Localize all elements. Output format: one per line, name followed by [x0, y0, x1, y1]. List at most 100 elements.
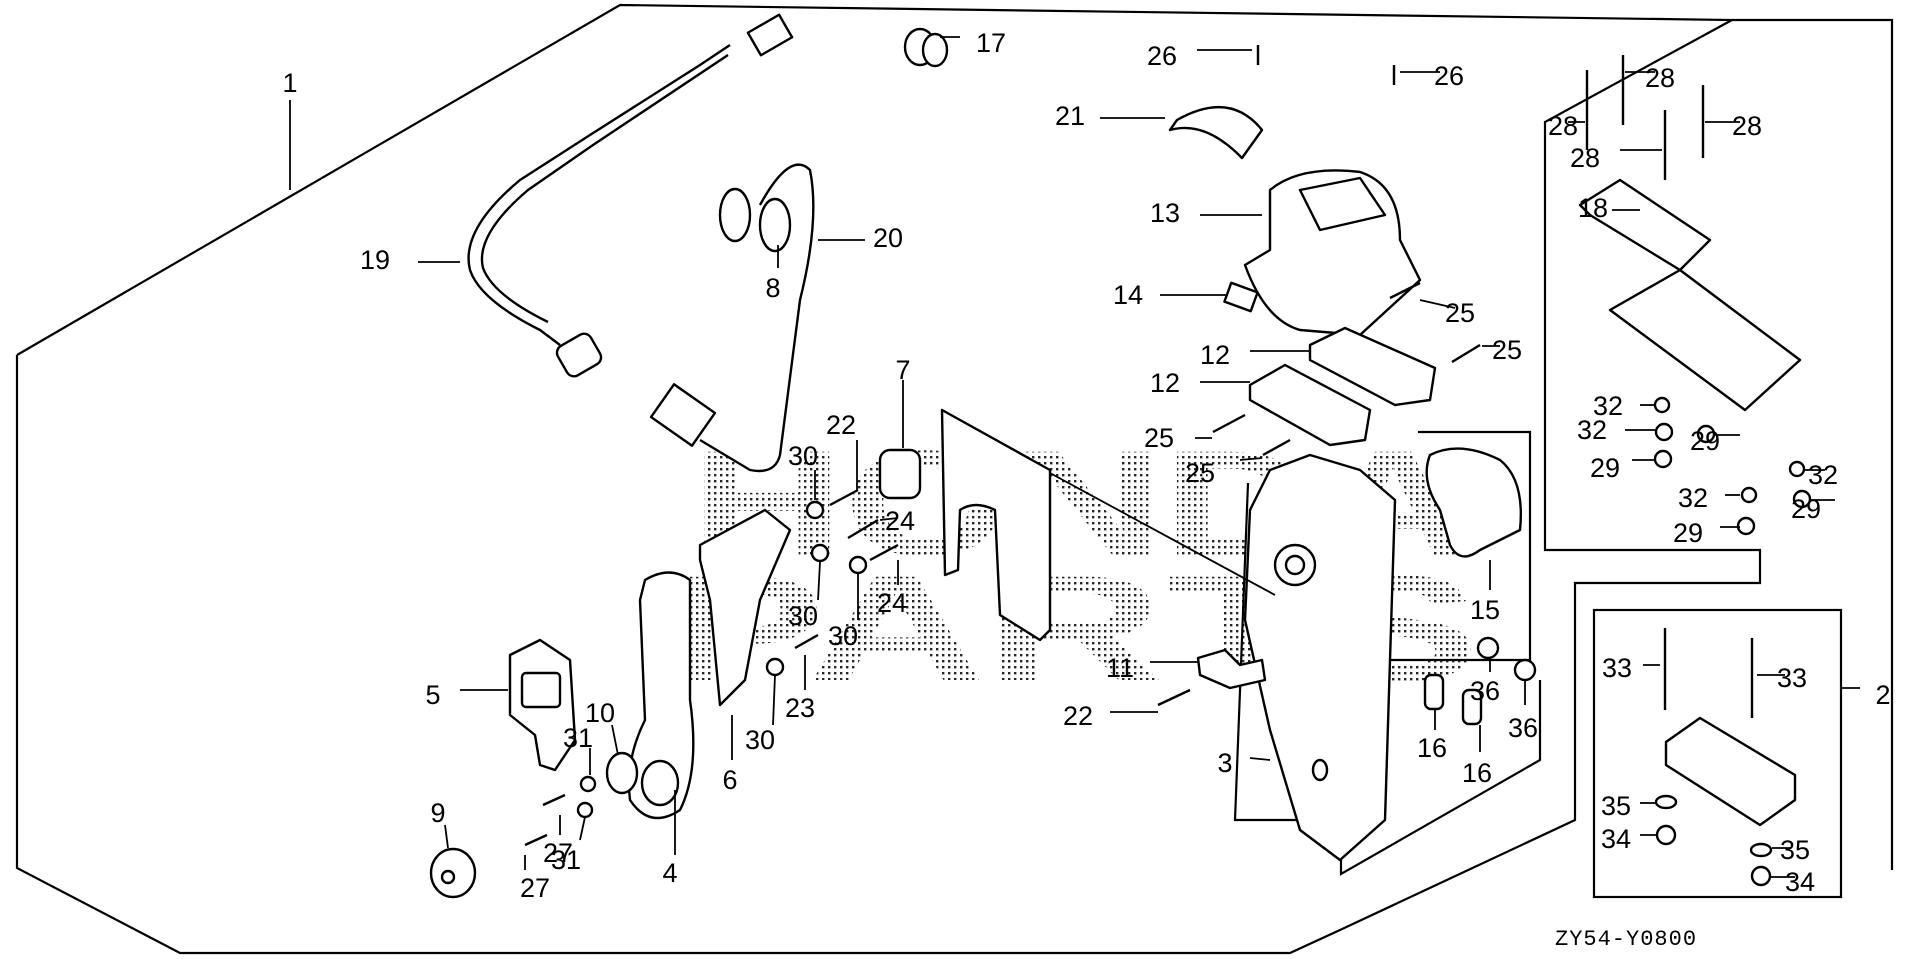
callout-31[interactable]: 31 — [563, 723, 593, 753]
callout-26[interactable]: 26 — [1434, 61, 1464, 91]
callout-29[interactable]: 29 — [1673, 518, 1703, 548]
part-7-grommet — [878, 448, 922, 500]
callout-25[interactable]: 25 — [1445, 298, 1475, 328]
callout-20[interactable]: 20 — [873, 223, 903, 253]
callout-12[interactable]: 12 — [1150, 368, 1180, 398]
callout-7[interactable]: 7 — [895, 355, 910, 385]
callout-24[interactable]: 24 — [885, 506, 915, 536]
callout-30[interactable]: 30 — [745, 725, 775, 755]
callout-29[interactable]: 29 — [1590, 453, 1620, 483]
callout-33[interactable]: 33 — [1777, 663, 1807, 693]
callout-1[interactable]: 1 — [282, 68, 297, 98]
callout-36[interactable]: 36 — [1508, 713, 1538, 743]
callout-26[interactable]: 26 — [1147, 41, 1177, 71]
callout-13[interactable]: 13 — [1150, 198, 1180, 228]
callout-17[interactable]: 17 — [976, 28, 1006, 58]
callout-28[interactable]: 28 — [1645, 63, 1675, 93]
callout-22[interactable]: 22 — [1063, 701, 1093, 731]
callout-29[interactable]: 29 — [1690, 426, 1720, 456]
leader-line-25 — [1419, 299, 1456, 309]
leader-line-3 — [1249, 757, 1271, 761]
callout-25[interactable]: 25 — [1144, 423, 1174, 453]
callout-18[interactable]: 18 — [1578, 193, 1608, 223]
callout-33[interactable]: 33 — [1602, 653, 1632, 683]
part-10-washer — [605, 751, 639, 795]
callout-11[interactable]: 11 — [1106, 653, 1134, 683]
leader-line-31 — [579, 816, 586, 841]
callout-2[interactable]: 2 — [1875, 680, 1890, 710]
callout-36[interactable]: 36 — [1470, 676, 1500, 706]
part-11-bracket — [1196, 648, 1267, 690]
part-3-hole — [1311, 758, 1329, 782]
washer-32-b — [1654, 422, 1674, 442]
callout-34[interactable]: 34 — [1785, 867, 1815, 897]
bolt-25-a — [1212, 413, 1246, 434]
part-3-lever-housing — [1243, 453, 1397, 862]
callout-29[interactable]: 29 — [1791, 494, 1821, 524]
leader-line-10 — [611, 724, 619, 756]
part-15-plate — [1425, 447, 1522, 558]
callout-labels: 1234567891011121213141516161718192021222… — [282, 28, 1890, 903]
callout-30[interactable]: 30 — [788, 441, 818, 471]
callout-25[interactable]: 25 — [1492, 335, 1522, 365]
part-19-cable — [467, 13, 794, 378]
callout-8[interactable]: 8 — [765, 273, 780, 303]
callout-28[interactable]: 28 — [1732, 111, 1762, 141]
callout-16[interactable]: 16 — [1417, 733, 1447, 763]
callout-19[interactable]: 19 — [360, 245, 390, 275]
part-9-grommet-hole — [440, 869, 456, 885]
callout-28[interactable]: 28 — [1570, 143, 1600, 173]
callout-12[interactable]: 12 — [1200, 340, 1230, 370]
part-5-grip-window — [520, 671, 562, 709]
callout-27[interactable]: 27 — [520, 873, 550, 903]
callout-30[interactable]: 30 — [828, 621, 858, 651]
bolt-23 — [794, 633, 819, 650]
bolt-25-b — [1262, 438, 1291, 457]
callout-35[interactable]: 35 — [1601, 791, 1631, 821]
callout-16[interactable]: 16 — [1462, 758, 1492, 788]
callout-21[interactable]: 21 — [1055, 101, 1085, 131]
callout-24[interactable]: 24 — [877, 588, 907, 618]
leader-line-gasket — [1049, 472, 1276, 596]
callout-34[interactable]: 34 — [1601, 824, 1631, 854]
bolt-22-b — [1157, 688, 1191, 707]
part-4-lever-eye — [640, 759, 680, 807]
callout-32[interactable]: 32 — [1678, 483, 1708, 513]
assembly-boundary-1 — [15, 3, 1762, 955]
nut-34-b — [1750, 865, 1772, 887]
callout-5[interactable]: 5 — [425, 680, 440, 710]
callout-35[interactable]: 35 — [1780, 835, 1810, 865]
right-boundary — [1732, 18, 1894, 870]
callout-28[interactable]: 28 — [1548, 111, 1578, 141]
washer-35-b — [1749, 842, 1773, 858]
nut-30-d — [765, 657, 785, 677]
callout-32[interactable]: 32 — [1593, 391, 1623, 421]
gasket-plate — [940, 408, 1052, 642]
nut-29-b — [1653, 449, 1673, 469]
leader-line-24 — [879, 517, 899, 521]
part-6-bracket — [698, 508, 792, 707]
callout-15[interactable]: 15 — [1470, 595, 1500, 625]
callout-25[interactable]: 25 — [1185, 458, 1215, 488]
callout-32[interactable]: 32 — [1808, 460, 1838, 490]
callout-6[interactable]: 6 — [722, 765, 737, 795]
spacer-block — [1664, 716, 1797, 827]
part-16-cam-b — [1461, 688, 1483, 726]
callout-32[interactable]: 32 — [1577, 415, 1607, 445]
callout-10[interactable]: 10 — [585, 698, 615, 728]
part-3-shaft — [1284, 554, 1306, 576]
callout-31[interactable]: 31 — [551, 845, 581, 875]
callout-30[interactable]: 30 — [788, 601, 818, 631]
callout-27[interactable]: 27 — [543, 838, 573, 868]
part-20-harness — [649, 163, 815, 473]
callout-22[interactable]: 22 — [826, 410, 856, 440]
nut-30-c — [848, 555, 868, 575]
nut-31-a — [579, 775, 597, 793]
callout-3[interactable]: 3 — [1217, 748, 1232, 778]
callout-9[interactable]: 9 — [430, 798, 445, 828]
callout-14[interactable]: 14 — [1113, 280, 1143, 310]
callout-4[interactable]: 4 — [662, 858, 677, 888]
part-14-clip — [1223, 281, 1259, 313]
callout-23[interactable]: 23 — [785, 693, 815, 723]
nut-31-b — [576, 801, 594, 819]
